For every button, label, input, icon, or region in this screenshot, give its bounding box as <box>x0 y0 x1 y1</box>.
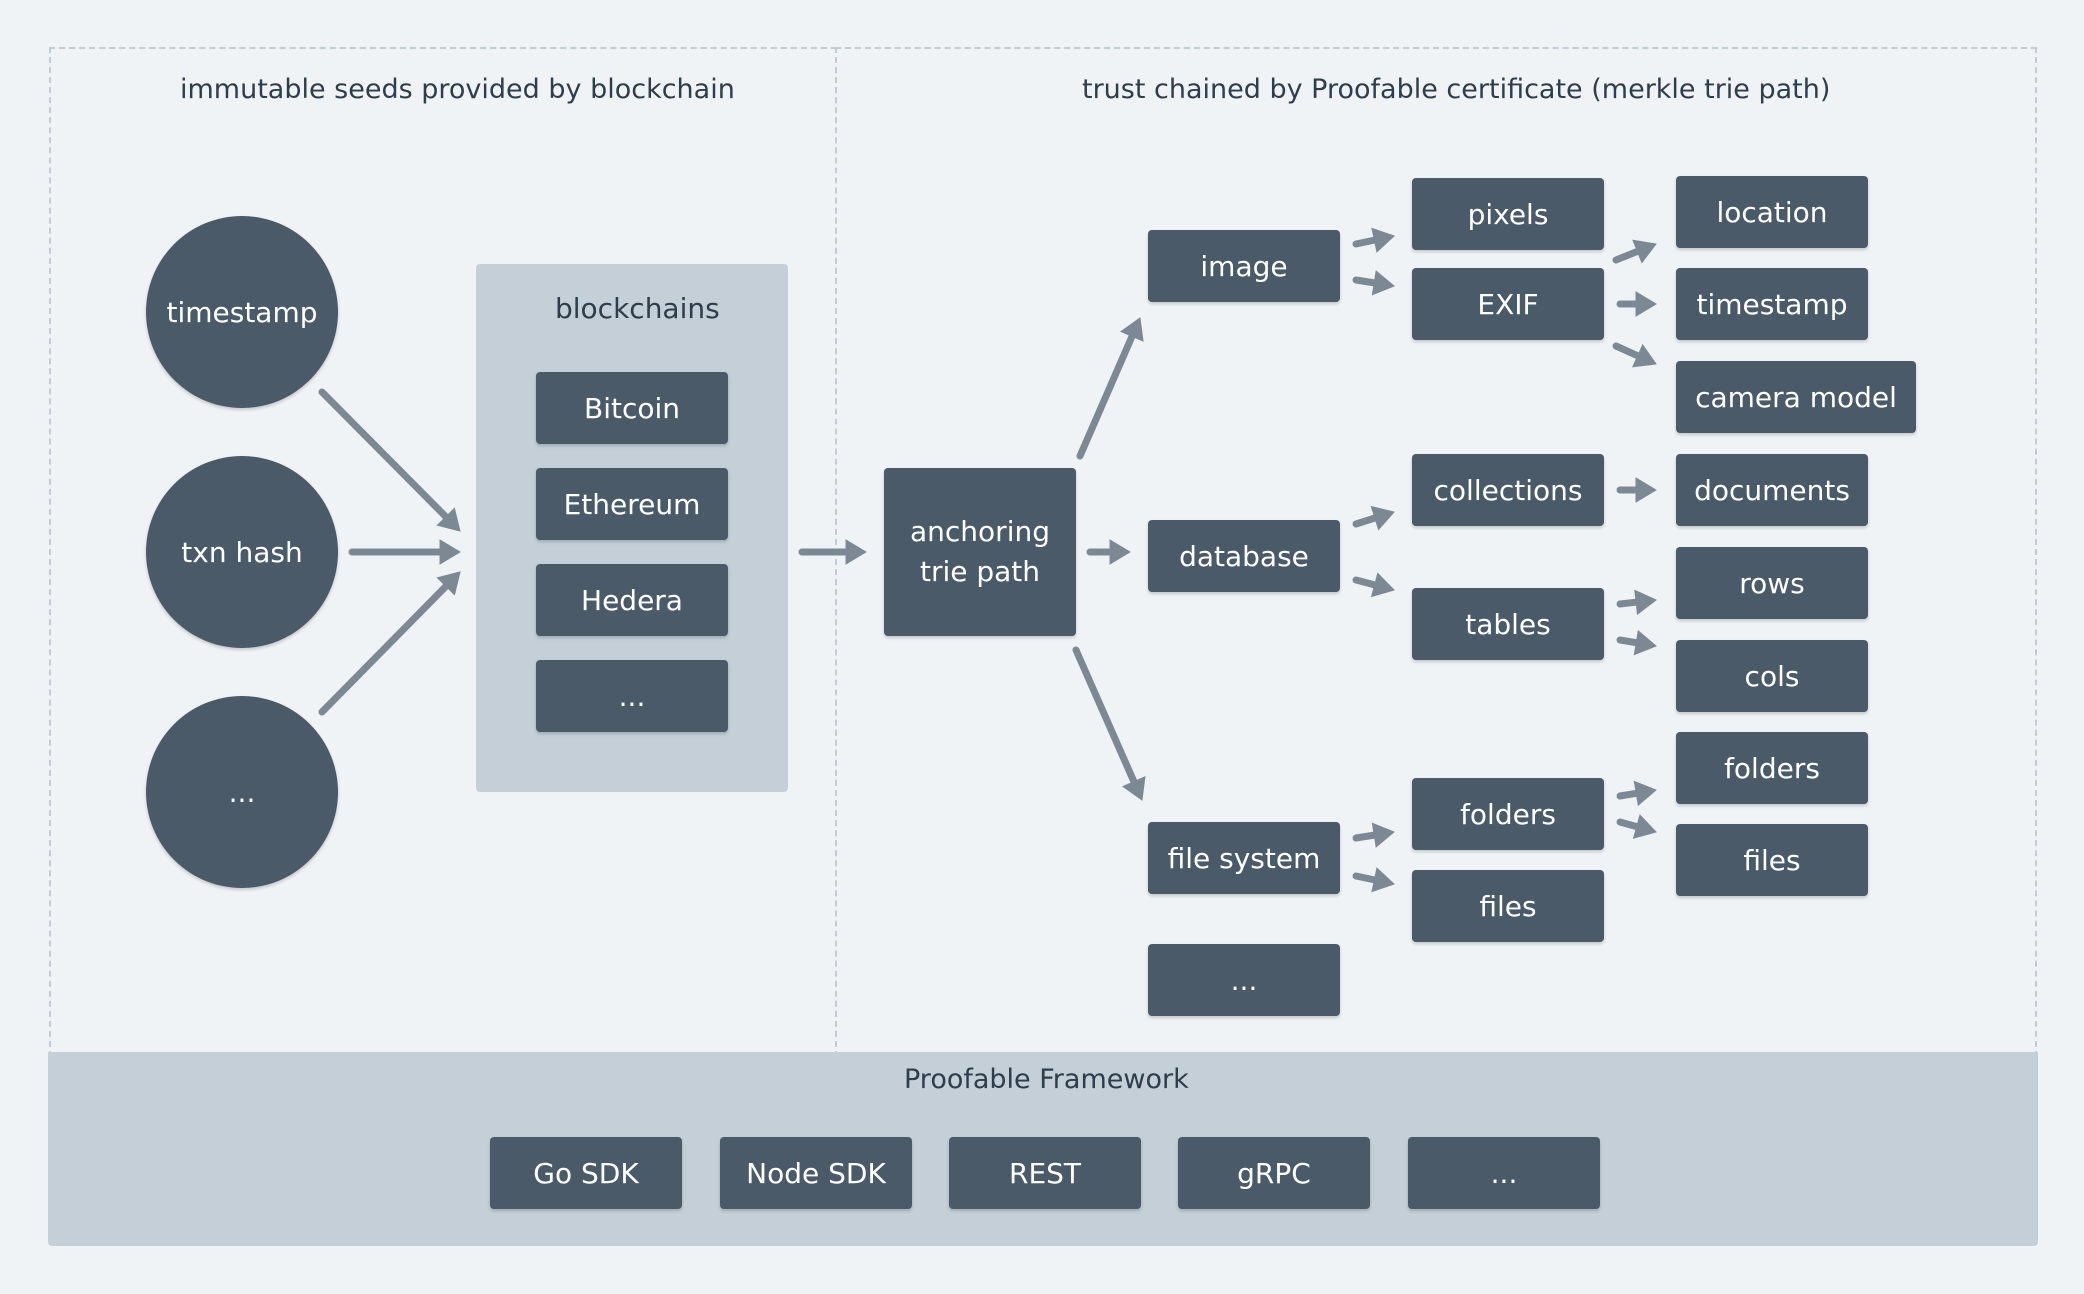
arrow-line-8 <box>1352 276 1378 287</box>
node-camera-model: camera model <box>1676 361 1916 433</box>
right-section-title: trust chained by Proofable certificate (… <box>1082 74 1831 105</box>
arrow-line-12 <box>1352 872 1378 884</box>
node-database: database <box>1148 520 1340 592</box>
arrow-line-4 <box>1076 332 1136 460</box>
node-level1-more: ... <box>1148 944 1340 1016</box>
node-file-system: file system <box>1148 822 1340 894</box>
node-tables: tables <box>1412 588 1604 660</box>
seed-more: ... <box>146 696 338 888</box>
arrow-line-6 <box>1072 646 1138 786</box>
arrow-head-9 <box>1370 505 1395 531</box>
arrow-head-5 <box>1109 539 1131 565</box>
framework-title: Proofable Framework <box>904 1064 1189 1095</box>
node-timestamp: timestamp <box>1676 268 1868 340</box>
arrow-head-0 <box>436 507 461 532</box>
seed-timestamp: timestamp <box>146 216 338 408</box>
arrow-line-17 <box>1616 598 1640 608</box>
left-section-title: immutable seeds provided by blockchain <box>180 74 735 105</box>
blockchain-ethereum: Ethereum <box>536 468 728 540</box>
arrow-head-18 <box>1633 629 1657 656</box>
arrow-head-11 <box>1371 822 1395 848</box>
arrow-head-4 <box>1120 317 1144 342</box>
node-sub-folders: folders <box>1676 732 1868 804</box>
framework-more: ... <box>1408 1137 1600 1209</box>
arrow-line-11 <box>1352 831 1378 842</box>
framework-node-sdk: Node SDK <box>720 1137 912 1209</box>
arrow-head-3 <box>845 539 867 565</box>
framework-go-sdk: Go SDK <box>490 1137 682 1209</box>
node-fs-folders: folders <box>1412 778 1604 850</box>
arrow-line-15 <box>1612 342 1642 360</box>
arrow-head-15 <box>1632 343 1657 368</box>
arrow-head-17 <box>1634 589 1657 616</box>
arrow-head-8 <box>1371 270 1395 296</box>
arrow-line-7 <box>1352 236 1378 248</box>
arrow-head-16 <box>1635 477 1657 503</box>
arrow-head-14 <box>1635 291 1657 317</box>
framework-grpc: gRPC <box>1178 1137 1370 1209</box>
node-sub-files: files <box>1676 824 1868 896</box>
arrow-head-6 <box>1121 776 1146 801</box>
arrow-head-12 <box>1371 867 1395 893</box>
arrow-head-19 <box>1633 780 1657 807</box>
seed-txn-hash: txn hash <box>146 456 338 648</box>
node-location: location <box>1676 176 1868 248</box>
anchoring-trie-path: anchoring trie path <box>884 468 1076 636</box>
arrow-line-2 <box>318 582 450 716</box>
blockchain-more: ... <box>536 660 728 732</box>
arrow-line-19 <box>1616 789 1640 800</box>
arrow-head-2 <box>436 571 461 596</box>
arrow-head-20 <box>1632 814 1657 839</box>
arrow-line-10 <box>1352 576 1379 589</box>
arrow-line-0 <box>318 388 450 521</box>
arrow-head-10 <box>1370 572 1395 598</box>
node-collections: collections <box>1412 454 1604 526</box>
arrow-line-18 <box>1616 636 1640 647</box>
framework-rest: REST <box>949 1137 1141 1209</box>
arrow-head-7 <box>1371 227 1395 253</box>
arrow-line-13 <box>1612 247 1641 264</box>
node-exif: EXIF <box>1412 268 1604 340</box>
arrow-head-1 <box>439 539 461 565</box>
blockchain-hedera: Hedera <box>536 564 728 636</box>
arrow-line-20 <box>1616 818 1641 831</box>
blockchain-bitcoin: Bitcoin <box>536 372 728 444</box>
node-rows: rows <box>1676 547 1868 619</box>
arrow-line-9 <box>1352 514 1379 528</box>
node-image: image <box>1148 230 1340 302</box>
node-fs-files: files <box>1412 870 1604 942</box>
node-documents: documents <box>1676 454 1868 526</box>
node-pixels: pixels <box>1412 178 1604 250</box>
arrow-head-13 <box>1632 239 1657 264</box>
blockchains-title: blockchains <box>555 292 720 325</box>
node-cols: cols <box>1676 640 1868 712</box>
